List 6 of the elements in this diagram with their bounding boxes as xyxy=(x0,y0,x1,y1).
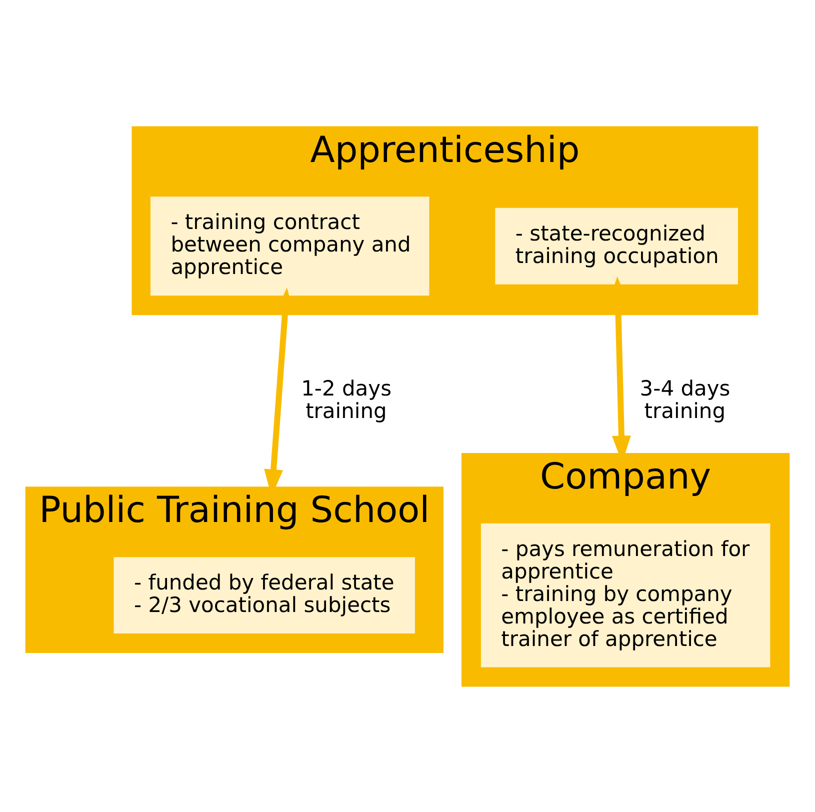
node-box: - pays remuneration for apprentice - training by company employee as certified trainer of apprentice xyxy=(479,521,772,668)
node-box: - training contract between company and apprentice xyxy=(148,194,431,297)
edge-label: 3-4 days training xyxy=(640,376,730,423)
node-box: - state-recognized training occupation xyxy=(494,206,740,286)
node-box: - funded by federal state - 2/3 vocational subjects xyxy=(112,555,416,635)
edge-label: 1-2 days training xyxy=(301,376,392,423)
